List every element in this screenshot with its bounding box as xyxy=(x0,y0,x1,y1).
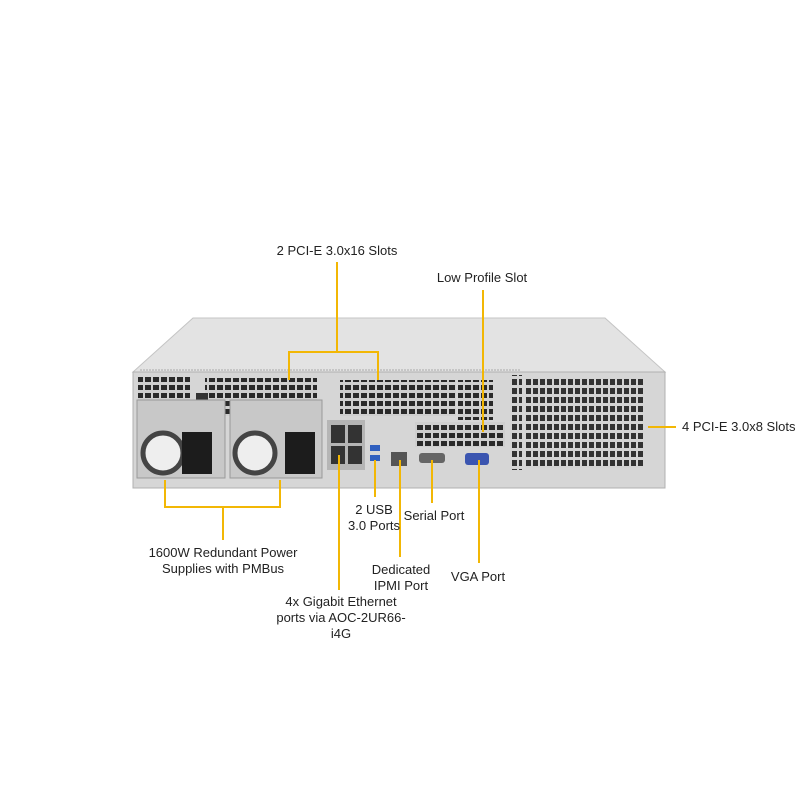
label-line: 2 USB xyxy=(355,502,393,517)
label-line: Supplies with PMBus xyxy=(161,561,285,576)
pcie-x16-slot-2 xyxy=(340,380,456,416)
low-profile-slot xyxy=(415,422,505,447)
label-ipmi: Dedicated IPMI Port xyxy=(372,562,431,594)
label-pcie-x16: 2 PCI-E 3.0x16 Slots xyxy=(276,243,398,258)
riser-vent xyxy=(458,380,493,420)
label-line: IPMI Port xyxy=(373,578,429,593)
pcie-x8-slots xyxy=(525,378,643,468)
label-ethernet: 4x Gigabit Ethernet ports via AOC-2UR66-… xyxy=(276,594,405,642)
label-line: Dedicated xyxy=(371,562,431,577)
chassis-top xyxy=(131,317,667,373)
label-line: i4G xyxy=(330,626,352,641)
label-line: 3.0 Ports xyxy=(347,518,401,533)
label-pcie-x8: 4 PCI-E 3.0x8 Slots xyxy=(682,419,796,434)
label-line: ports via AOC-2UR66- xyxy=(276,610,406,625)
label-serial-port: Serial Port xyxy=(403,508,465,523)
power-supplies xyxy=(136,399,323,479)
callout-lines xyxy=(164,262,676,590)
label-power-supplies: 1600W Redundant Power Supplies with PMBu… xyxy=(149,545,298,577)
label-low-profile-slot: Low Profile Slot xyxy=(436,270,528,285)
io-ports xyxy=(327,420,489,470)
label-line: 4x Gigabit Ethernet xyxy=(285,594,397,609)
label-vga-port: VGA Port xyxy=(450,569,506,584)
label-usb: 2 USB 3.0 Ports xyxy=(348,502,400,534)
label-line: 1600W Redundant Power xyxy=(148,545,298,560)
